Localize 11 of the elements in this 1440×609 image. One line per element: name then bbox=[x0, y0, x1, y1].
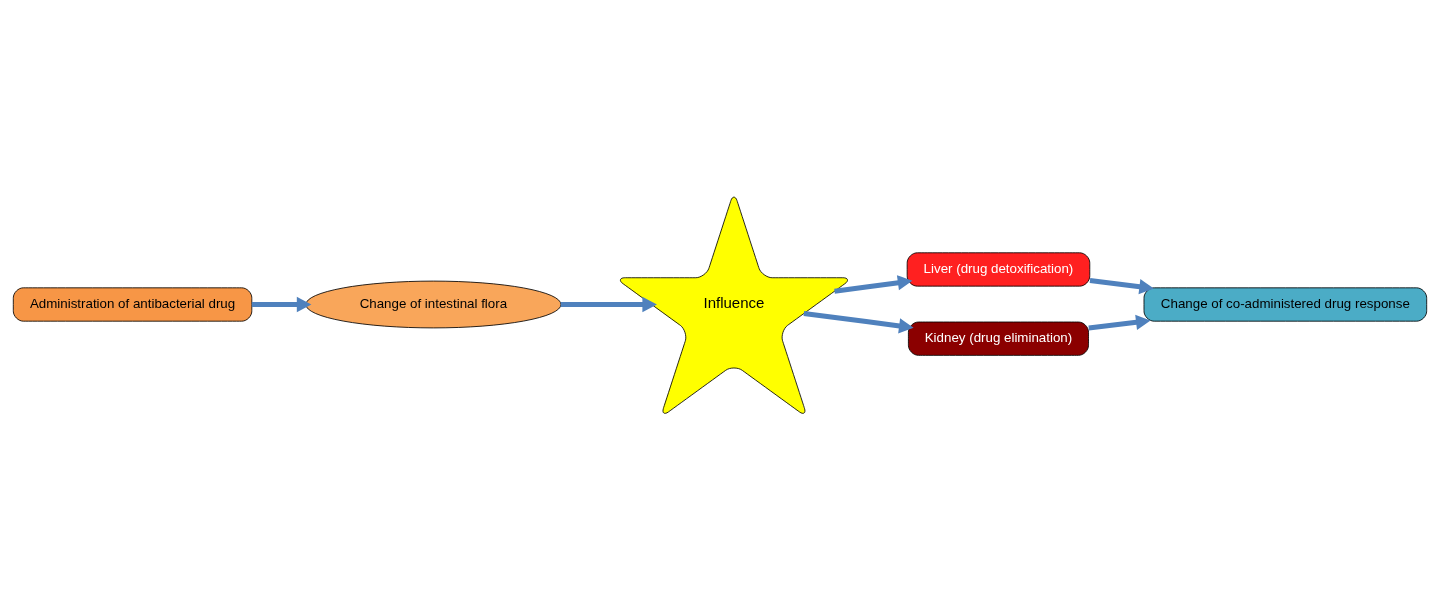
arrow bbox=[803, 311, 914, 334]
node-box: Change of co-administered drug response bbox=[1143, 287, 1428, 322]
node-box: Liver (drug detoxification) bbox=[906, 252, 1091, 287]
arrow bbox=[251, 296, 312, 313]
node-box: Kidney (drug elimination) bbox=[908, 321, 1089, 356]
node-ellipse: Change of intestinal flora bbox=[305, 280, 562, 329]
arrow bbox=[834, 275, 913, 294]
arrow bbox=[1089, 278, 1154, 295]
node-box: Administration of antibacterial drug bbox=[12, 287, 253, 322]
arrow bbox=[560, 296, 657, 313]
arrow bbox=[1088, 314, 1151, 331]
